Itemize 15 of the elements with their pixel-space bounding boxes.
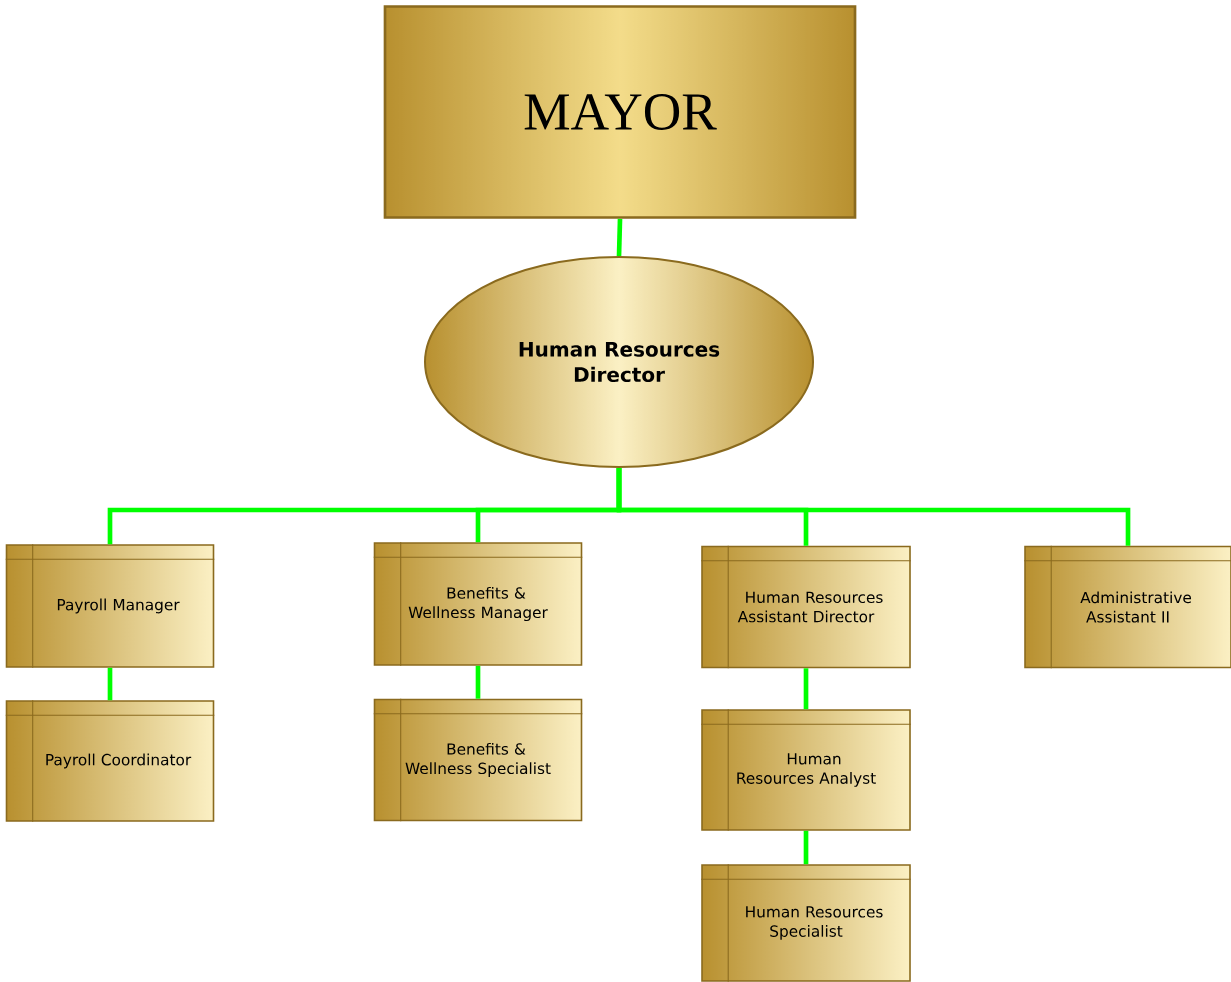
title-box: MAYOR (383, 5, 857, 219)
position-box: Human Resources Analyst (700, 708, 912, 832)
connector-line (803, 668, 809, 710)
connector-line (475, 665, 481, 699)
position-box: Payroll Coordinator (5, 699, 215, 823)
connector-line (107, 667, 113, 701)
position-box: Payroll Manager (5, 543, 215, 669)
position-box: Benefits & Wellness Manager (373, 541, 583, 667)
connector-line (616, 218, 623, 257)
position-box: Benefits & Wellness Specialist (373, 698, 583, 822)
position-box: Administrative Assistant II (1023, 545, 1231, 669)
position-box: Human Resources Specialist (700, 863, 912, 982)
connector-line (616, 468, 1131, 546)
connector-line (803, 830, 809, 865)
position-box: Human Resources Assistant Director (700, 545, 912, 669)
